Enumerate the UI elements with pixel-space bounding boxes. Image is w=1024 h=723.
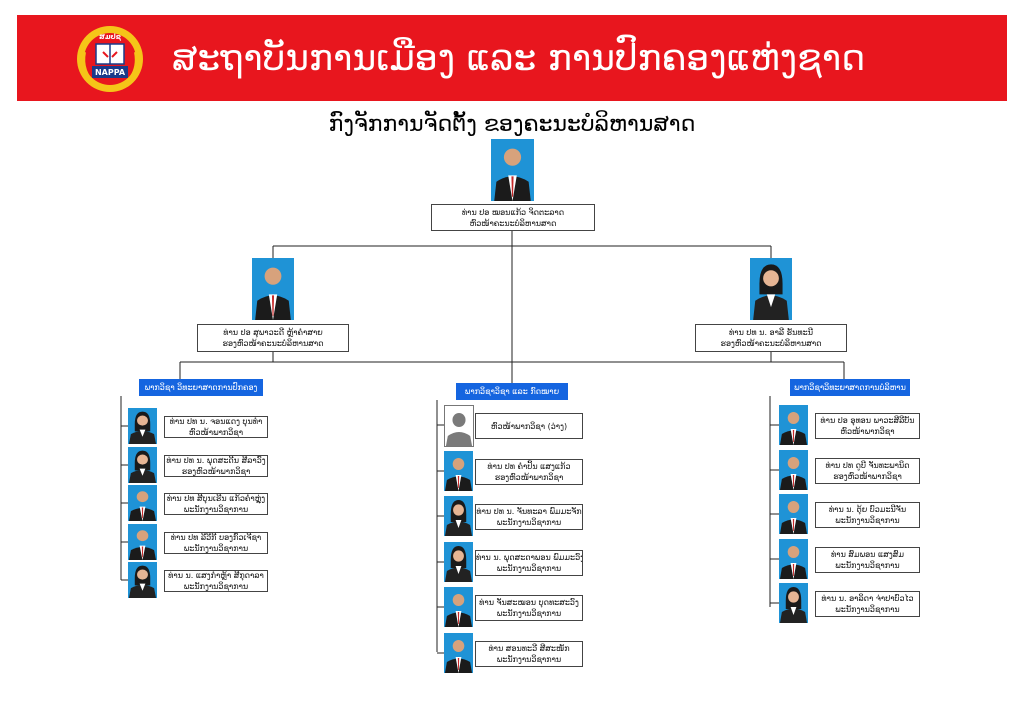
member-role: ພະນັກງານວິຊາການ [496, 564, 562, 573]
nappa-logo: NAPPA ສມປຊ [70, 22, 150, 94]
department-header: ພາກວິຊາ ວິທະຍາສາດການປົກຄອງ [139, 379, 263, 396]
member-role: ພະນັກງານວິຊາການ [183, 582, 249, 591]
member-box: ຫົວໜ້າພາກວິຊາ (ວ່າງ) [475, 413, 583, 439]
member-box: ທ່ານ ປທ ສີບຸນເຮີນ ແກ້ວຄຳຫຼຸ່ງພະນັກງານວິຊ… [164, 493, 268, 515]
member-photo [779, 539, 808, 579]
member-name: ທ່ານ ນ. ອາລິດາ ຈ່າປາບົວໄວ [821, 594, 914, 603]
member-name: ທ່ານ ປທ ນ. ຈອນແດງ ບຸນທຳ [169, 417, 263, 426]
member-role: ພະນັກງານວິຊາການ [496, 655, 562, 664]
member-name: ທ່ານ ນ. ພຸດສະດາພອນ ພົມມະວົງສາ [476, 553, 583, 562]
member-role: ພະນັກງານວິຊາການ [183, 505, 249, 514]
member-photo [128, 562, 157, 598]
deputy-photo [252, 258, 294, 320]
member-name: ຫົວໜ້າພາກວິຊາ (ວ່າງ) [490, 421, 568, 431]
member-photo [779, 494, 808, 534]
deputy-role: ຮອງຫົວໜ້າຄະນະບໍລິຫານສາດ [720, 339, 822, 348]
member-photo [444, 633, 473, 673]
member-photo [128, 408, 157, 444]
member-name: ທ່ານ ປທ ນ. ພຸດສະດີນ ສີລາວົງ [166, 456, 266, 465]
department-header: ພາກວິຊາວິທະຍາສາດການບໍລິຫານ [790, 379, 910, 396]
banner-title: ສະຖາບັນການເມືອງ ແລະ ການປົກຄອງແຫ່ງຊາດ [172, 38, 866, 79]
member-name: ທ່ານ ປທ ລີວີກີ ບອງກົວເຈີຊາ [170, 533, 262, 542]
dean-name: ທ່ານ ປອ ໝອນແກ້ວ ຈິດຕະລາດ [461, 207, 565, 217]
member-role: ພະນັກງານວິຊາການ [496, 609, 562, 618]
member-photo [444, 496, 473, 536]
member-box: ທ່ານ ສອນທະວີ ສີສະໜັກພະນັກງານວິຊາການ [475, 641, 583, 667]
header-banner [17, 15, 1007, 101]
member-name: ທ່ານ ສົມພອນ ແສງສົມ [831, 550, 904, 559]
member-role: ຮອງຫົວໜ້າພາກວິຊາ [181, 467, 251, 476]
member-box: ທ່ານ ສົມພອນ ແສງສົມພະນັກງານວິຊາການ [815, 547, 920, 573]
member-role: ພະນັກງານວິຊາການ [835, 605, 900, 614]
member-name: ທ່ານ ນ. ແສງກຳຫຼ້າ ສີກຸດາລາ [168, 571, 264, 580]
member-role: ຮອງຫົວໜ້າພາກວິຊາ [833, 472, 902, 481]
member-box: ທ່ານ ປທ ລີວີກີ ບອງກົວເຈີຊາພະນັກງານວິຊາກາ… [164, 532, 268, 554]
member-box: ທ່ານ ປທ ດູບີ ຈັນທະພານິດຮອງຫົວໜ້າພາກວິຊາ [815, 458, 920, 484]
dean-box: ທ່ານ ປອ ໝອນແກ້ວ ຈິດຕະລາດ ຫົວໜ້າຄະນະບໍລິຫ… [431, 204, 595, 231]
deputy-role: ຮອງຫົວໜ້າຄະນະບໍລິຫານສາດ [222, 339, 324, 348]
deputy-photo [750, 258, 792, 320]
member-name: ທ່ານ ປອ ອຸທອນ ພາວະສີລີບັນ [820, 416, 915, 425]
member-role: ພະນັກງານວິຊາການ [835, 561, 900, 570]
member-box: ທ່ານ ປອ ອຸທອນ ພາວະສີລີບັນຫົວໜ້າພາກວິຊາ [815, 413, 920, 439]
member-role: ຫົວໜ້າພາກວິຊາ [840, 427, 895, 436]
member-name: ທ່ານ ປທ ດູບີ ຈັນທະພານິດ [825, 461, 910, 470]
member-name: ທ່ານ ນ. ຕຸ້ຍ ບົວມະນີຈັນ [828, 505, 907, 514]
member-box: ທ່ານ ປທ ນ. ພຸດສະດີນ ສີລາວົງຮອງຫົວໜ້າພາກວ… [164, 455, 268, 477]
dean-role: ຫົວໜ້າຄະນະບໍລິຫານສາດ [469, 218, 557, 228]
member-name: ທ່ານ ປທ ນ. ຈັນທະລາ ພົມມະຈັກ [476, 507, 582, 516]
logo-text-top: ສມປຊ [99, 33, 122, 41]
dean-photo [491, 139, 534, 201]
member-box: ທ່ານ ປທ ນ. ຈອນແດງ ບຸນທຳຫົວໜ້າພາກວິຊາ [164, 416, 268, 438]
member-box: ທ່ານ ນ. ອາລິດາ ຈ່າປາບົວໄວພະນັກງານວິຊາການ [815, 591, 920, 617]
deputy-box: ທ່ານ ປທ ນ. ອາລີ ຮັນທະນີ ຮອງຫົວໜ້າຄະນະບໍລ… [695, 324, 847, 352]
member-photo [128, 485, 157, 521]
member-photo [128, 447, 157, 483]
member-name: ທ່ານ ປທ ຄຳປິ້ນ ແສງແກ້ວ [487, 462, 571, 471]
member-box: ທ່ານ ປທ ນ. ຈັນທະລາ ພົມມະຈັກພະນັກງານວິຊາກ… [475, 504, 583, 530]
member-name: ທ່ານ ຈັນສະໝອນ ບຸດທະສະວົງ [479, 598, 579, 607]
member-name: ທ່ານ ປທ ສີບຸນເຮີນ ແກ້ວຄຳຫຼຸ່ງ [166, 494, 266, 503]
member-box: ທ່ານ ປທ ຄຳປິ້ນ ແສງແກ້ວຮອງຫົວໜ້າພາກວິຊາ [475, 459, 583, 485]
member-box: ທ່ານ ນ. ຕຸ້ຍ ບົວມະນີຈັນພະນັກງານວິຊາການ [815, 502, 920, 528]
member-box: ທ່ານ ນ. ພຸດສະດາພອນ ພົມມະວົງສາພະນັກງານວິຊ… [475, 550, 583, 576]
logo-text-bottom: NAPPA [95, 68, 126, 77]
chart-title: ກົງຈັກການຈັດຕັ້ງ ຂອງຄະນະບໍລິຫານສາດ [328, 112, 696, 137]
member-name: ທ່ານ ສອນທະວີ ສີສະໜັກ [488, 644, 570, 653]
member-box: ທ່ານ ນ. ແສງກຳຫຼ້າ ສີກຸດາລາພະນັກງານວິຊາກາ… [164, 570, 268, 592]
member-role: ຮອງຫົວໜ້າພາກວິຊາ [494, 473, 564, 482]
member-photo [444, 405, 474, 447]
member-photo [444, 587, 473, 627]
member-photo [444, 451, 473, 491]
member-role: ຫົວໜ້າພາກວິຊາ [188, 428, 244, 437]
deputy-name: ທ່ານ ປອ ສຸພາວະດີ ຫຼ້າຄຳສາຍ [223, 328, 323, 337]
member-role: ພະນັກງານວິຊາການ [496, 518, 562, 527]
member-photo [779, 583, 808, 623]
member-photo [128, 524, 157, 560]
member-photo [779, 405, 808, 445]
deputy-name: ທ່ານ ປທ ນ. ອາລີ ຮັນທະນີ [729, 328, 813, 337]
department-header: ພາກວິຊາວິຊາ ແລະ ກົດໝາຍ [456, 383, 568, 400]
member-role: ພະນັກງານວິຊາການ [835, 516, 900, 525]
deputy-box: ທ່ານ ປອ ສຸພາວະດີ ຫຼ້າຄຳສາຍ ຮອງຫົວໜ້າຄະນະ… [197, 324, 349, 352]
member-photo [779, 450, 808, 490]
member-box: ທ່ານ ຈັນສະໝອນ ບຸດທະສະວົງພະນັກງານວິຊາການ [475, 595, 583, 621]
member-role: ພະນັກງານວິຊາການ [183, 544, 249, 553]
member-photo [444, 542, 473, 582]
